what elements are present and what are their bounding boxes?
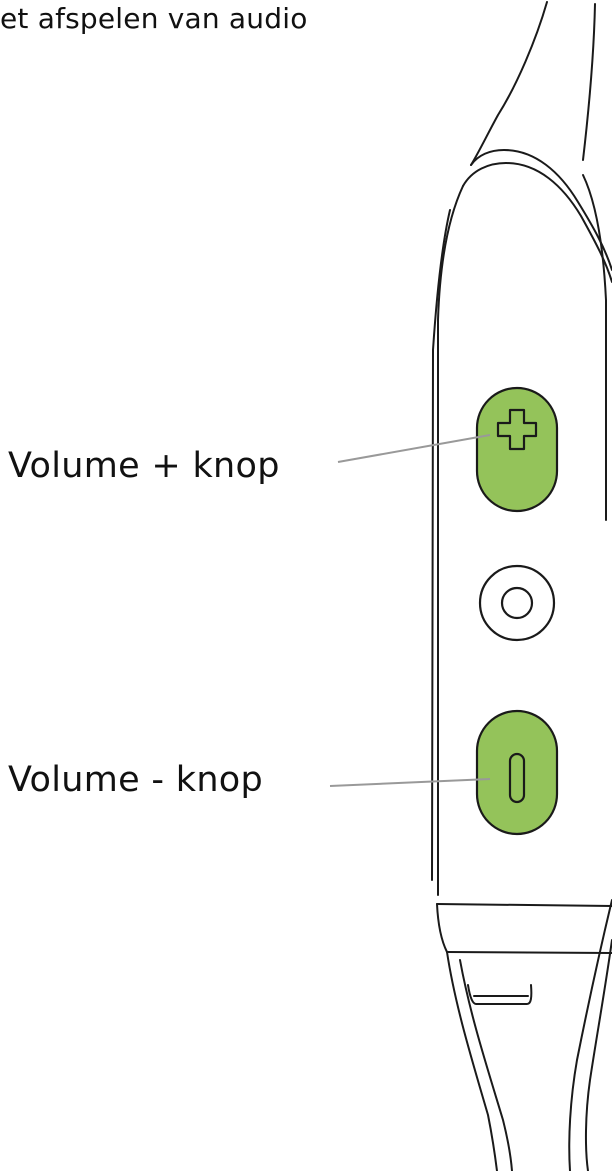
clip-detail <box>467 984 533 1005</box>
plus-icon <box>496 408 538 451</box>
volume-up-button[interactable] <box>475 386 559 513</box>
volume-up-leader-line <box>337 434 491 463</box>
controller-body <box>437 185 464 896</box>
volume-down-button[interactable] <box>475 709 559 836</box>
circle-button-icon <box>500 586 534 620</box>
volume-up-label: Volume + knop <box>8 446 280 486</box>
minus-icon <box>508 752 526 804</box>
caption-text: et afspelen van audio <box>0 2 308 35</box>
upper-band <box>470 1 548 166</box>
volume-down-leader-line <box>329 778 491 787</box>
volume-down-label: Volume - knop <box>8 760 264 800</box>
center-button[interactable] <box>478 564 556 642</box>
